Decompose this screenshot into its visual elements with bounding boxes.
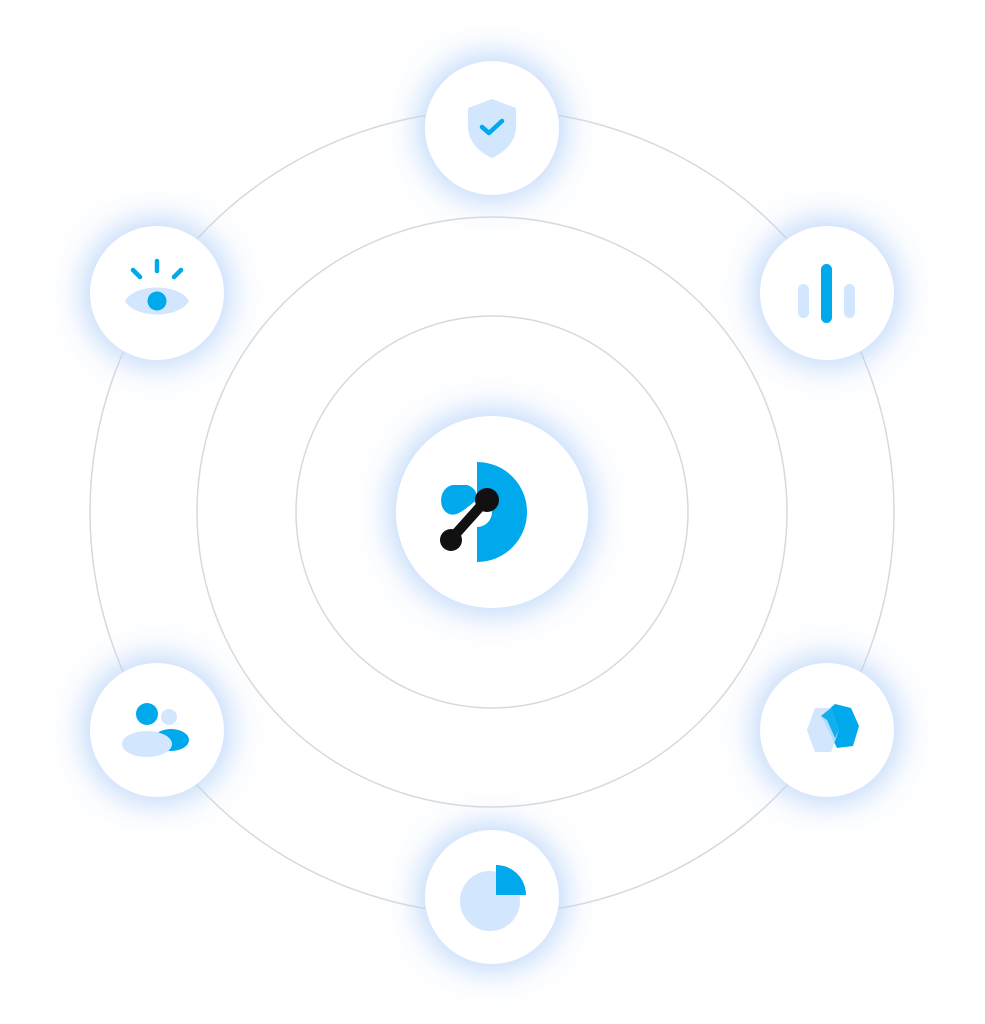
pie-chart-node	[425, 830, 559, 964]
middle-ring	[196, 216, 788, 808]
users-node	[90, 663, 224, 797]
inner-ring	[295, 315, 689, 709]
cube-node	[760, 663, 894, 797]
center-logo-node	[396, 416, 588, 608]
pie-chart-icon	[460, 865, 526, 931]
product-logo-icon	[440, 462, 528, 562]
eye-icon	[125, 258, 189, 315]
shield-node	[425, 61, 559, 195]
shield-check-icon	[468, 99, 516, 158]
users-icon	[122, 703, 189, 757]
eye-node	[90, 226, 224, 360]
bar-chart-node	[760, 226, 894, 360]
bar-chart-icon	[798, 264, 855, 323]
cube-icon	[807, 704, 859, 752]
